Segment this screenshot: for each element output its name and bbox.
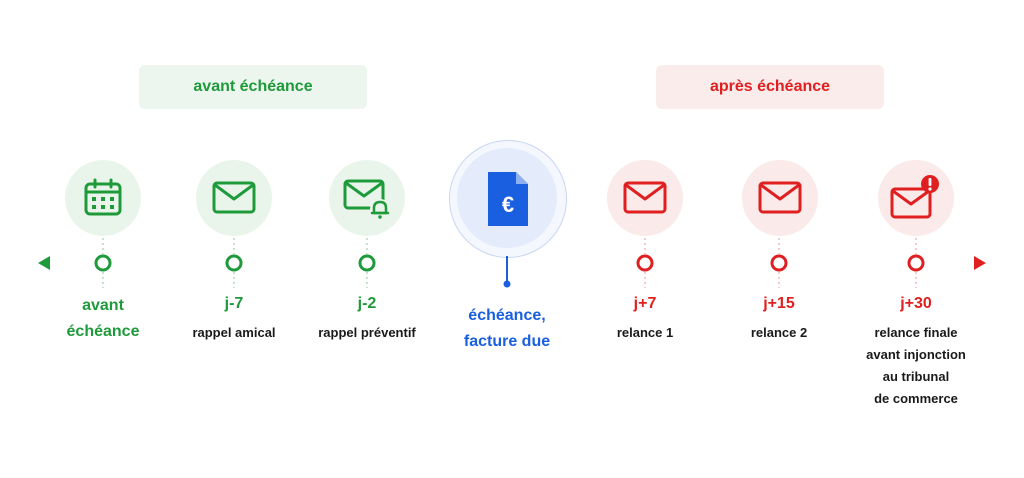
step-j+30-label: j+30 relance finale avant injonction au … [846,293,986,410]
step-label-line1: échéance, [468,307,546,324]
step-j+15-circle [742,160,818,236]
timeline-left-arrow [38,256,50,270]
step-day: j-2 [357,295,377,312]
envelope-icon [758,181,802,214]
description-line: relance finale [874,325,958,340]
step-j-2-label: j-2 rappel préventif [292,293,442,344]
step-label-line1: avant [82,297,124,314]
step-description: relance 1 [616,325,674,340]
step-j+30-circle [878,160,954,236]
envelope-bell-icon [343,179,390,219]
node-j+15 [770,254,788,272]
step-j-2-circle [329,160,405,236]
timeline-right-arrow [974,256,986,270]
envelope-icon [212,181,256,214]
node-j-2 [358,254,376,272]
step-day: j+7 [633,295,657,312]
step-description: relance finale avant injonction au tribu… [846,322,986,410]
step-j+7-circle [607,160,683,236]
euro-invoice-icon: € [488,172,528,226]
step-j+15-label: j+15 relance 2 [719,293,839,344]
envelope-icon [623,181,667,214]
step-description: relance 2 [750,325,808,340]
step-description: rappel amical [192,325,276,340]
node-avant-echeance [94,254,112,272]
step-day: j-7 [224,295,244,312]
step-j-7-circle [196,160,272,236]
envelope-alert-icon [890,175,939,219]
step-avant-echeance-circle [65,160,141,236]
step-label-line2: facture due [463,333,551,350]
svg-text:€: € [502,192,514,217]
step-description: rappel préventif [318,325,416,340]
step-avant-echeance-label: avant échéance [43,293,163,345]
due-date-dot [503,280,511,288]
calendar-icon [84,178,122,216]
step-label-line2: échéance [66,323,140,340]
description-line: de commerce [874,391,958,406]
step-day: j+30 [900,295,932,312]
node-j+30 [907,254,925,272]
description-line: avant injonction [866,347,966,362]
step-due-date-label: échéance, facture due [437,303,577,355]
description-line: au tribunal [882,369,950,384]
phase-after-badge: après échéance [656,65,884,109]
phase-before-badge: avant échéance [139,65,367,109]
step-j-7-label: j-7 rappel amical [164,293,304,344]
step-day: j+15 [763,295,795,312]
node-j+7 [636,254,654,272]
step-j+7-label: j+7 relance 1 [585,293,705,344]
node-j-7 [225,254,243,272]
